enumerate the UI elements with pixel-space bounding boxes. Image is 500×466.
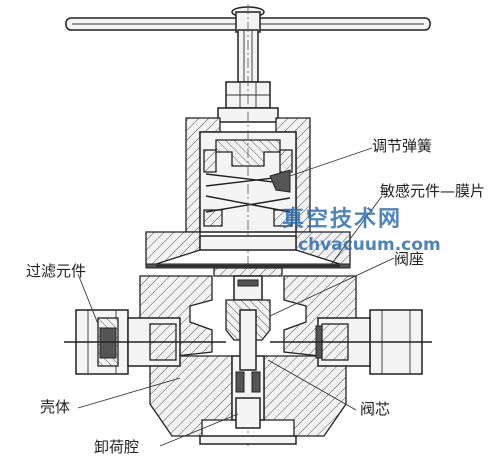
filter-element: [99, 327, 117, 359]
inlet-fitting: [64, 309, 226, 375]
leader-lines: [77, 147, 395, 447]
bonnet: [185, 4, 311, 446]
label-shell: 壳体: [40, 398, 70, 416]
label-filter: 过滤元件: [26, 262, 86, 280]
label-diaphragm: 敏感元件—膜片: [380, 182, 485, 200]
label-relief-chamber: 卸荷腔: [94, 438, 139, 456]
label-valve-core: 阀芯: [360, 400, 390, 418]
label-spring: 调节弹簧: [372, 137, 432, 155]
outlet-fitting: [270, 309, 432, 375]
valve-core: [225, 275, 271, 429]
watermark-url: chvacuum.com: [298, 235, 441, 255]
watermark-title: 真空技术网: [282, 206, 402, 232]
diaphragm-assembly: [145, 231, 351, 277]
label-valve-seat: 阀座: [394, 250, 424, 268]
